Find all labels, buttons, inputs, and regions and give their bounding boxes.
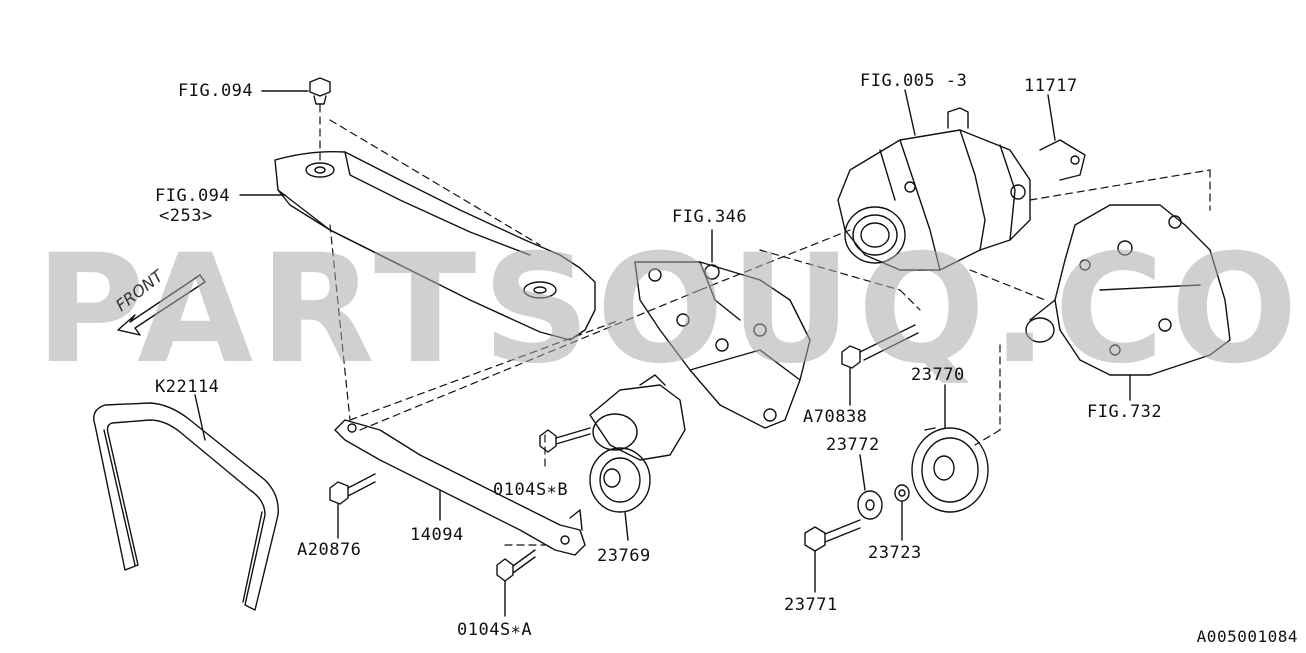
front-direction-arrow [117, 274, 206, 336]
label-fig094-cover[interactable]: FIG.094 [155, 186, 231, 206]
belt-tensioner-23769[interactable] [589, 374, 686, 541]
label-fig346[interactable]: FIG.346 [672, 207, 748, 227]
label-fig005[interactable]: FIG.005 -3 [860, 71, 968, 91]
label-fig094-sub: <253> [159, 206, 213, 226]
bolt-23771[interactable] [804, 519, 861, 593]
v-belt-k22114[interactable] [93, 394, 279, 611]
engine-mount-bracket[interactable] [1025, 204, 1231, 401]
label-k22114[interactable]: K22114 [155, 377, 220, 397]
label-23771[interactable]: 23771 [784, 595, 838, 615]
label-a70838[interactable]: A70838 [803, 407, 868, 427]
stay-bracket-14094[interactable] [334, 419, 586, 556]
spacer-23772[interactable] [857, 454, 883, 520]
label-0104s-a[interactable]: 0104S∗A [457, 620, 533, 640]
bolt-a70838[interactable] [841, 324, 919, 406]
label-23723[interactable]: 23723 [868, 543, 922, 563]
label-a20876[interactable]: A20876 [297, 540, 362, 560]
label-23772[interactable]: 23772 [826, 435, 880, 455]
bolt-a20876[interactable] [329, 473, 376, 539]
top-clip-bolt[interactable] [261, 77, 331, 105]
label-fig094-bolt[interactable]: FIG.094 [178, 81, 254, 101]
idler-pulley-23770[interactable] [911, 384, 989, 513]
alternator[interactable] [837, 89, 1086, 271]
bolt-0104s-b[interactable] [539, 427, 591, 453]
exhaust-cover[interactable] [239, 151, 596, 341]
washer-23723[interactable] [894, 484, 910, 541]
label-23769[interactable]: 23769 [597, 546, 651, 566]
label-11717[interactable]: 11717 [1024, 76, 1078, 96]
label-fig732[interactable]: FIG.732 [1087, 402, 1163, 422]
label-14094[interactable]: 14094 [410, 525, 464, 545]
bolt-0104s-a[interactable] [496, 549, 536, 617]
reference-lines [319, 104, 1211, 546]
alternator-bracket[interactable] [634, 229, 811, 429]
diagram-code: A005001084 [1196, 627, 1298, 646]
label-0104s-b[interactable]: 0104S∗B [493, 480, 569, 500]
label-23770[interactable]: 23770 [911, 365, 965, 385]
